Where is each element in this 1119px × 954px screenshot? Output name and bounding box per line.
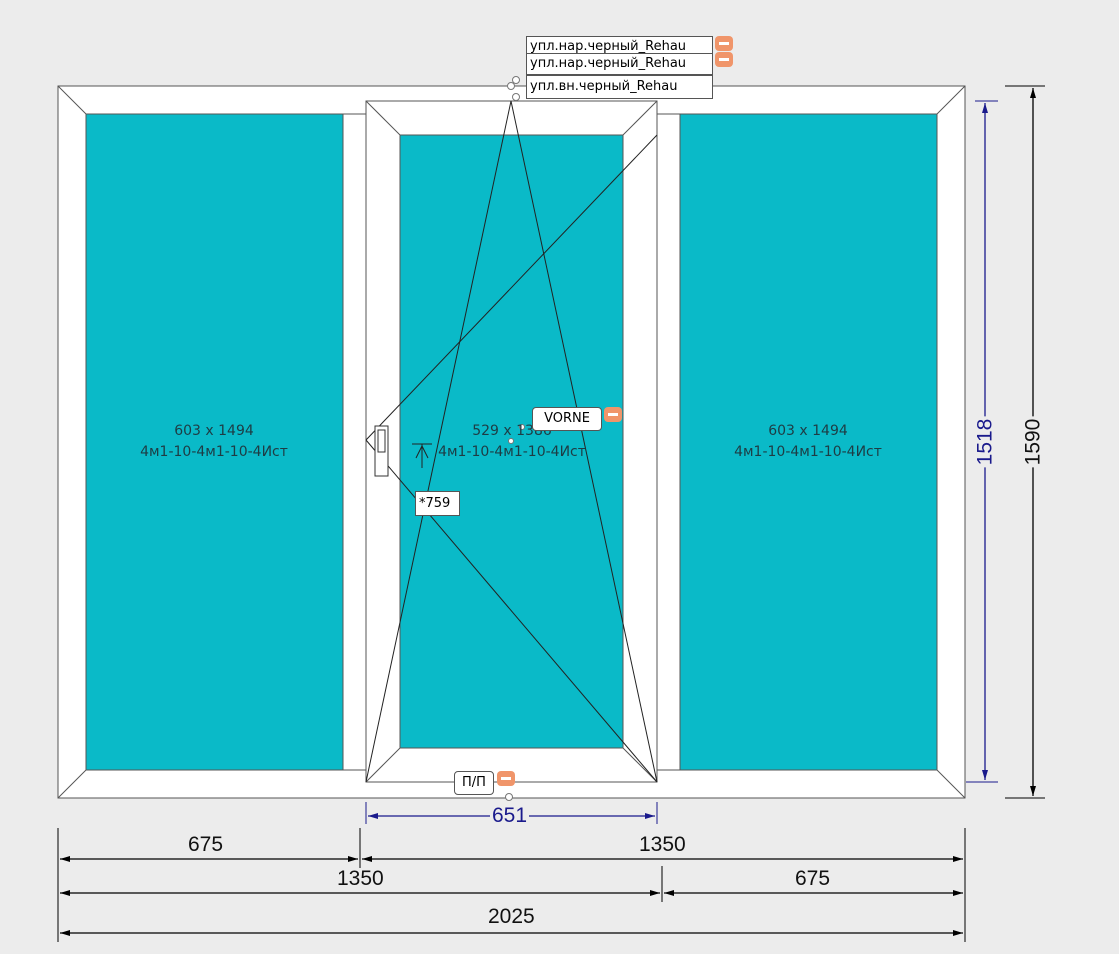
- sash-height-label: 1518: [973, 416, 997, 468]
- remove-sash-type-button[interactable]: [497, 771, 515, 786]
- remove-seal-1-button[interactable]: [715, 36, 733, 51]
- left-mullion: [342, 113, 367, 771]
- left-pane-glass: 4м1-10-4м1-10-4Ист: [140, 444, 288, 460]
- sash-type-tag[interactable]: П/П: [454, 771, 494, 795]
- left-glass-pane: [85, 113, 344, 771]
- right-pane-glass: 4м1-10-4м1-10-4Ист: [734, 444, 882, 460]
- sash-width-label: 651: [490, 804, 530, 827]
- left-pane-size: 603 x 1494: [174, 423, 254, 439]
- right-glass-pane: [679, 113, 938, 771]
- seal-tag-3[interactable]: упл.вн.черный_Rehau: [526, 75, 713, 99]
- opening-lines: [365, 100, 658, 783]
- dim-row1-left-label: 675: [186, 833, 226, 856]
- center-pane-label: 529 x 1386 4м1-10-4м1-10-4Ист: [412, 421, 612, 463]
- center-pane-glass: 4м1-10-4м1-10-4Ист: [438, 444, 586, 460]
- fitting-tag[interactable]: VORNE: [532, 407, 602, 431]
- total-height-label: 1590: [1021, 416, 1045, 468]
- center-pane-size: 529 x 1386: [472, 423, 552, 439]
- dim-row2-left-label: 1350: [335, 867, 386, 890]
- right-mullion: [656, 113, 681, 771]
- remove-seal-2-button[interactable]: [715, 52, 733, 67]
- handle-height-label[interactable]: *759: [415, 491, 460, 516]
- left-pane-label: 603 x 1494 4м1-10-4м1-10-4Ист: [114, 421, 314, 463]
- seal-tag-2[interactable]: упл.нар.черный_Rehau: [526, 53, 713, 75]
- seal-tag-1[interactable]: упл.нар.черный_Rehau: [526, 36, 713, 58]
- right-pane-size: 603 x 1494: [768, 423, 848, 439]
- dim-row1-right-label: 1350: [637, 833, 688, 856]
- handle-height-marker: [412, 443, 432, 468]
- remove-fitting-button[interactable]: [604, 407, 622, 422]
- total-width-label: 2025: [486, 905, 537, 928]
- dim-row2-right-label: 675: [793, 867, 833, 890]
- right-pane-label: 603 x 1494 4м1-10-4м1-10-4Ист: [708, 421, 908, 463]
